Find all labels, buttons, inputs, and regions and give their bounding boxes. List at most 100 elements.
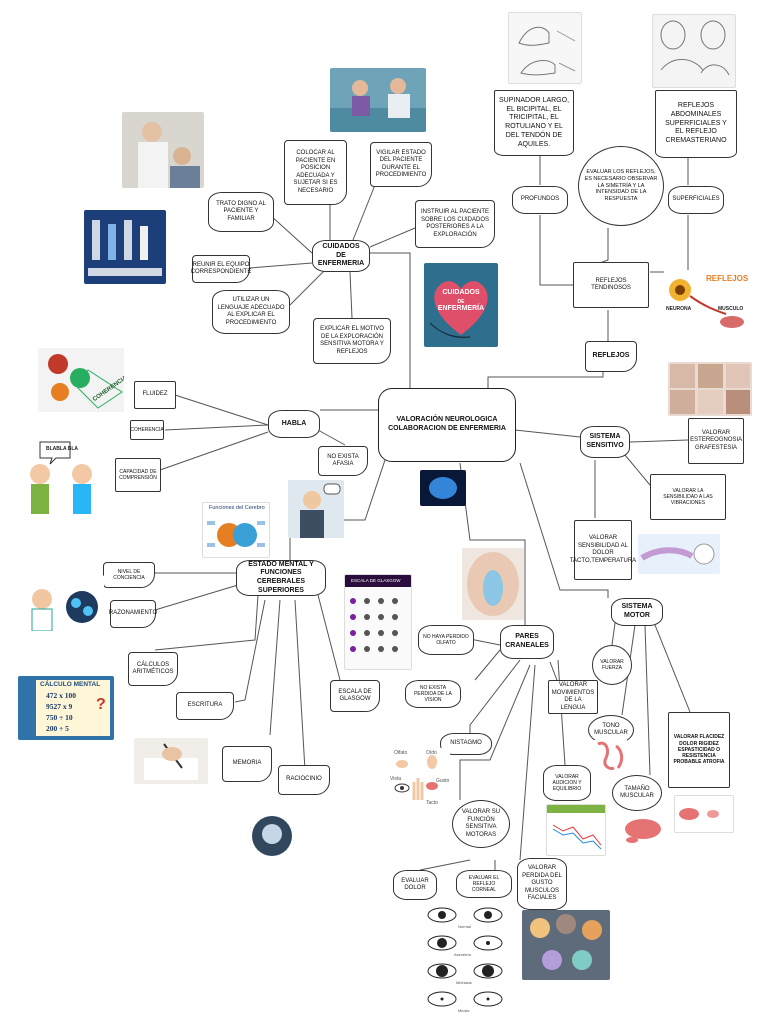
reflejos-tendinosos-text: REFLEJOS TENDINOSOS [591,277,631,292]
pares-lengua: VALORAR MOVIMIENTOS DE LA LENGUA [548,680,598,714]
arm-nerve-image [638,534,720,574]
pares-node: PARES CRANEALES [500,625,554,659]
speech-bubble-text: BLABLA BLA [46,446,79,452]
reflejos-node: REFLEJOS [585,341,637,372]
cuidados-trato: TRATO DIGNO AL PACIENTE Y FAMILIAR [208,192,274,232]
central-topic: VALORACIÓN NEUROLOGICA COLABORACION DE E… [378,388,516,462]
pupils-illustration: Normal Asimetría Midriasis Miosis [420,905,510,1015]
eye-caption-2: Asimetría [454,952,471,957]
mental-glasgow-text: ESCALA DE GLASGOW [338,688,372,703]
card-line1: CUIDADOS [442,289,480,296]
calc-line-3: 750 ÷ 10 [46,713,73,722]
sensory-collage-photo [668,362,752,416]
sensitivo-estereo: VALORAR ESTEREOGNOSIA GRAFESTESIA [688,418,744,464]
nurse-brain-illustration [18,575,104,631]
sensitivo-vibrantes-text: VALORAR LA SENSIBILIDAD A LAS VIBRACIONE… [663,487,713,507]
brain-functions-chart: Funciones del Cerebro [202,502,270,558]
pares-nistagmo: NISTAGMO [440,733,492,755]
pares-evaluar-dolor-text: EVALUAR DOLOR [401,877,429,892]
mental-raciocinio: RACIOCINIO [278,765,330,795]
sense-vista: Vista [390,776,402,782]
mental-raciocinio-text: RACIOCINIO [286,776,322,783]
habla-node: HABLA [268,410,320,438]
cuidados-reunir-text: REUNIR EL EQUIPO CORRESPONDIENTE [190,261,252,276]
cuidados-colocar: COLOCAR AL PACIENTE EN POSICION ADECUADA… [284,140,347,205]
habla-coherencia-text: COHERENCIA [130,426,164,433]
motor-flacidez-text: VALORAR FLACIDEZ DOLOR RIGIDEZ ESPASTICI… [673,734,725,766]
muscle-size-image [622,812,664,846]
facial-muscles-image [522,910,610,980]
brain-anatomy-image [462,548,524,620]
habla-fluidez-text: FLUIDEZ [142,391,168,398]
cuidados-vigilar: VIGILAR ESTADO DEL PACIENTE DURANTE EL P… [370,142,432,187]
reflejos-superficiales-text: SUPERFICIALES [672,196,720,203]
habla-label: HABLA [281,419,307,427]
brain-digital-image [420,470,466,506]
habla-fluidez: FLUIDEZ [134,381,176,409]
habla-coherencia: COHERENCIA [130,420,164,440]
cuidados-explicar-text: EXPLICAR EL MOTIVO DE LA EXPLORACIÓN SEN… [320,326,384,355]
mental-razonamiento: RAZONAMIENTO [109,600,157,628]
reflejos-label: REFLEJOS [592,352,630,360]
thinking-man-illustration [288,480,344,538]
cuidados-vigilar-text: VIGILAR ESTADO DEL PACIENTE DURANTE EL P… [375,149,427,179]
reflejos-img-neurona: NEURONA [666,306,692,312]
habla-afasia: NO EXISTA AFASIA [318,446,368,476]
glasgow-img-title: ESCALA DE GLASGOW [351,578,401,583]
cuidados-instruir-text: INSTRUIR AL PACIENTE SOBRE LOS CUIDADOS … [420,209,489,238]
eye-caption-1: Normal [458,924,471,929]
pares-audicion: VALORAR AUDICION Y EQUILIBRIO [543,765,591,801]
brain-functions-title: Funciones del Cerebro [209,505,265,511]
motor-fuerza: VALORAR FUERZA [592,645,632,685]
mental-label: ESTADO MENTAL Y FUNCIONES CEREBRALES SUP… [248,560,314,594]
calc-line-4: 200 ÷ 5 [46,724,69,733]
gears-image: COHERENCIA [38,348,124,412]
calc-title: CÁLCULO MENTAL [40,681,101,688]
pares-audicion-text: VALORAR AUDICION Y EQUILIBRIO [552,773,582,793]
sense-oido: Oído [426,750,437,756]
atrophy-image [674,795,734,833]
cuidados-lenguaje-text: UTILIZAR UN LENGUAJE ADECUADO AL EXPLICA… [217,297,285,326]
reflejos-evaluar-text: EVALUAR LOS REFLEJOS, ES NECESARIO OBSER… [584,168,658,203]
pares-olfato: NO HAYA PERDIDO OLFATO [418,625,474,655]
reflejos-evaluar: EVALUAR LOS REFLEJOS, ES NECESARIO OBSER… [578,146,664,226]
motor-tamano-text: TAMAÑO MUSCULAR [620,785,654,800]
reflejos-profundos-text: PROFUNDOS [520,196,560,203]
writing-hand-image [134,738,208,784]
pares-corneal-text: EVALUAR EL REFLEJO CORNEAL [468,874,500,894]
motor-node: SISTEMA MOTOR [611,598,663,626]
mental-calculos-text: CÁLCULOS ARITMÉTICOS [132,661,174,676]
abdominal-reflex-illustration [652,14,736,88]
pares-gusto: VALORAR PERDIDA DEL GUSTO MUSCULOS FACIA… [517,858,567,910]
habla-capacidad-text: CAPACIDAD DE COMPRENSIÓN [119,468,157,481]
eye-caption-4: Miosis [458,1008,470,1013]
cuidados-enfermeria-card: CUIDADOS DE ENFERMERÍA [424,263,498,347]
card-line2: DE [457,299,465,305]
calc-line-1: 472 x 100 [46,691,76,700]
reflejos-img-musculo: MUSCULO [718,306,744,312]
motor-tamano: TAMAÑO MUSCULAR [612,775,662,811]
pares-corneal: EVALUAR EL REFLEJO CORNEAL [456,870,512,898]
sensitivo-vibrantes: VALORAR LA SENSIBILIDAD A LAS VIBRACIONE… [650,474,726,520]
mental-calculos: CÁLCULOS ARITMÉTICOS [128,652,178,686]
reflejos-neuron-image: REFLEJOS NEURONA MUSCULO [664,270,748,336]
central-topic-label: VALORACIÓN NEUROLOGICA COLABORACION DE E… [388,416,506,432]
pares-gusto-text: VALORAR PERDIDA DEL GUSTO MUSCULOS FACIA… [522,865,562,902]
mental-conciencia-text: NIVEL DE CONCIENCIA [113,568,145,581]
sensitivo-dolor-text: VALORAR SENSIBILIDAD AL DOLOR TACTO,TEMP… [569,535,637,564]
sensitivo-label: SISTEMA SENSITIVO [586,433,624,449]
cuidados-reunir: REUNIR EL EQUIPO CORRESPONDIENTE [190,255,252,283]
cuidados-explicar: EXPLICAR EL MOTIVO DE LA EXPLORACIÓN SEN… [313,318,391,364]
eye-caption-3: Midriasis [456,980,472,985]
sensitivo-node: SISTEMA SENSITIVO [580,426,630,458]
motor-tono-text: TONO MUSCULAR [594,722,628,737]
motor-fuerza-text: VALORAR FUERZA [600,658,624,671]
senses-illustration: Olfato Oído Vista Gusto Tacto [388,748,450,808]
mental-memoria-text: MEMORIA [232,760,262,767]
nurse-patient-photo [330,68,426,132]
cuidados-instruir: INSTRUIR AL PACIENTE SOBRE LOS CUIDADOS … [415,200,495,248]
motor-label: SISTEMA MOTOR [621,603,653,619]
reflejos-superficiales-list: REFLEJOS ABDOMINALES SUPERFICIALES Y EL … [655,90,737,158]
pares-olfato-text: NO HAYA PERDIDO OLFATO [423,633,469,646]
pares-lengua-text: VALORAR MOVIMIENTOS DE LA LENGUA [551,682,595,711]
